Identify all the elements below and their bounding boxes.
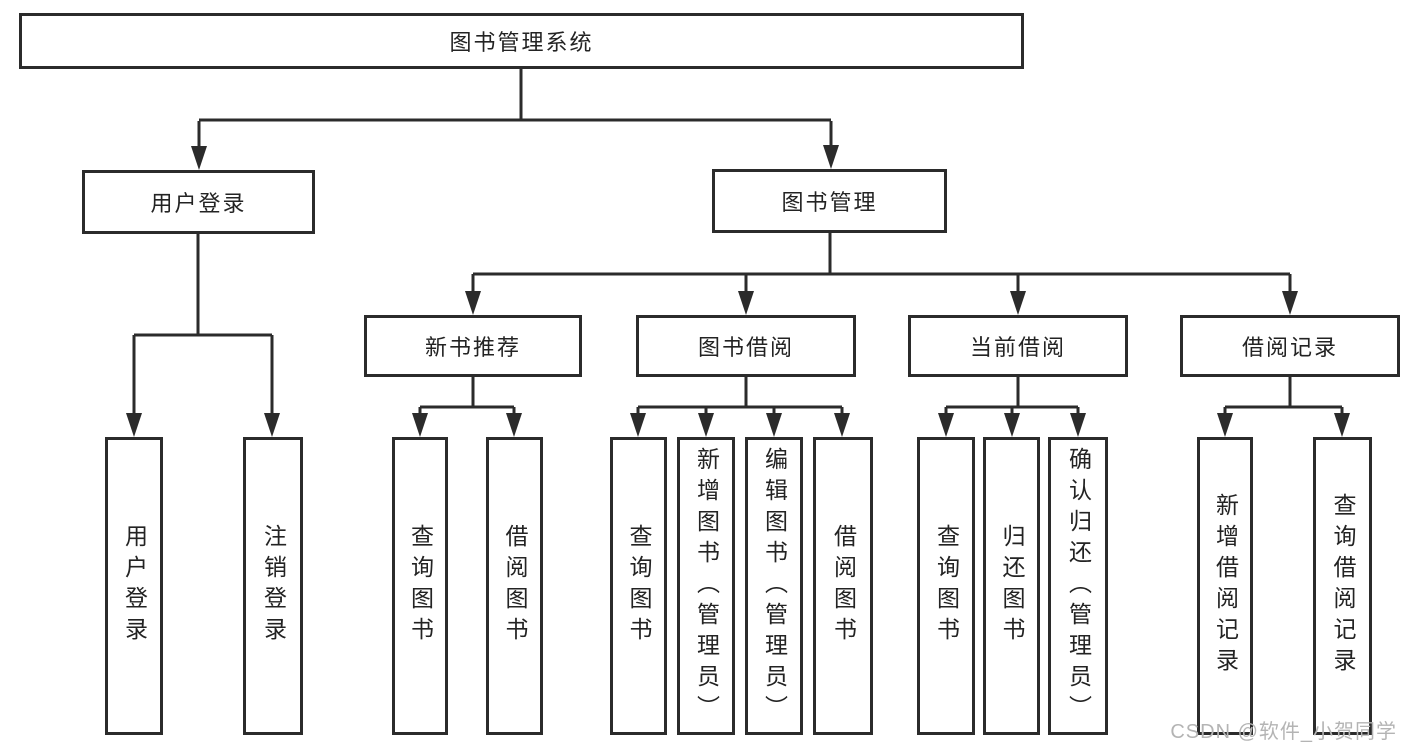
arrowhead [1010,291,1026,315]
leaf-edit-books-admin: 编辑图书（管理员） [745,437,803,735]
leaf-add-books-admin: 新增图书（管理员） [677,437,735,735]
arrowhead [191,146,207,170]
arrowhead [834,413,850,437]
arrowhead [738,291,754,315]
node-label: 借阅记录 [1241,335,1338,360]
connector-path [132,69,1344,417]
csdn-watermark: CSDN @软件_小贺同学 [1170,721,1397,743]
node-label: 查询借阅记录 [1330,493,1356,679]
node-book-borrowing: 图书借阅 [636,315,856,377]
node-label: 确认归还（管理员） [1065,446,1092,726]
arrowhead [823,145,839,169]
arrowhead [938,413,954,437]
arrowhead [1282,291,1298,315]
leaf-user-login: 用户登录 [105,437,163,735]
node-label: 新增借阅记录 [1212,493,1239,679]
node-label: 查询图书 [407,524,434,648]
arrowhead [698,413,714,437]
leaf-confirm-return-admin: 确认归还（管理员） [1048,437,1108,735]
node-label: 借阅图书 [502,524,528,648]
node-borrowing-records: 借阅记录 [1180,315,1400,377]
leaf-query-borrow-record: 查询借阅记录 [1313,437,1372,735]
node-new-book-recommendation: 新书推荐 [364,315,582,377]
node-user-login: 用户登录 [82,170,315,234]
node-label: 用户登录 [150,191,247,216]
node-library-management-system: 图书管理系统 [19,13,1024,69]
arrowhead [412,413,428,437]
arrowhead [1070,413,1086,437]
node-label: 当前借阅 [969,335,1066,360]
arrowhead [264,413,280,437]
leaf-query-books-recommend: 查询图书 [392,437,448,735]
arrowhead [1334,413,1350,437]
arrowhead [1004,413,1020,437]
node-label: 注销登录 [260,524,287,648]
node-label: 查询图书 [933,524,960,648]
arrowheads [126,145,1350,437]
leaf-borrow-books: 借阅图书 [813,437,873,735]
leaf-query-books-current: 查询图书 [917,437,975,735]
arrowhead [766,413,782,437]
arrowhead [630,413,646,437]
node-label: 用户登录 [121,524,148,648]
arrowhead [126,413,142,437]
leaf-return-books: 归还图书 [983,437,1040,735]
leaf-borrow-books-recommend: 借阅图书 [486,437,543,735]
node-label: 图书管理系统 [449,30,594,55]
node-label: 新增图书（管理员） [693,446,720,726]
arrowhead [1217,413,1233,437]
arrowhead [465,291,481,315]
leaf-query-books-borrow: 查询图书 [610,437,667,735]
node-label: 编辑图书（管理员） [761,446,788,726]
node-label: 借阅图书 [830,524,857,648]
node-label: 查询图书 [626,524,652,648]
leaf-add-borrow-record: 新增借阅记录 [1197,437,1253,735]
node-current-borrowing: 当前借阅 [908,315,1128,377]
leaf-logout: 注销登录 [243,437,303,735]
arrowhead [506,413,522,437]
node-label: 图书借阅 [697,335,794,360]
node-label: 图书管理 [781,190,878,215]
node-label: 新书推荐 [424,335,521,360]
node-label: 归还图书 [999,524,1025,648]
node-book-management: 图书管理 [712,169,947,233]
